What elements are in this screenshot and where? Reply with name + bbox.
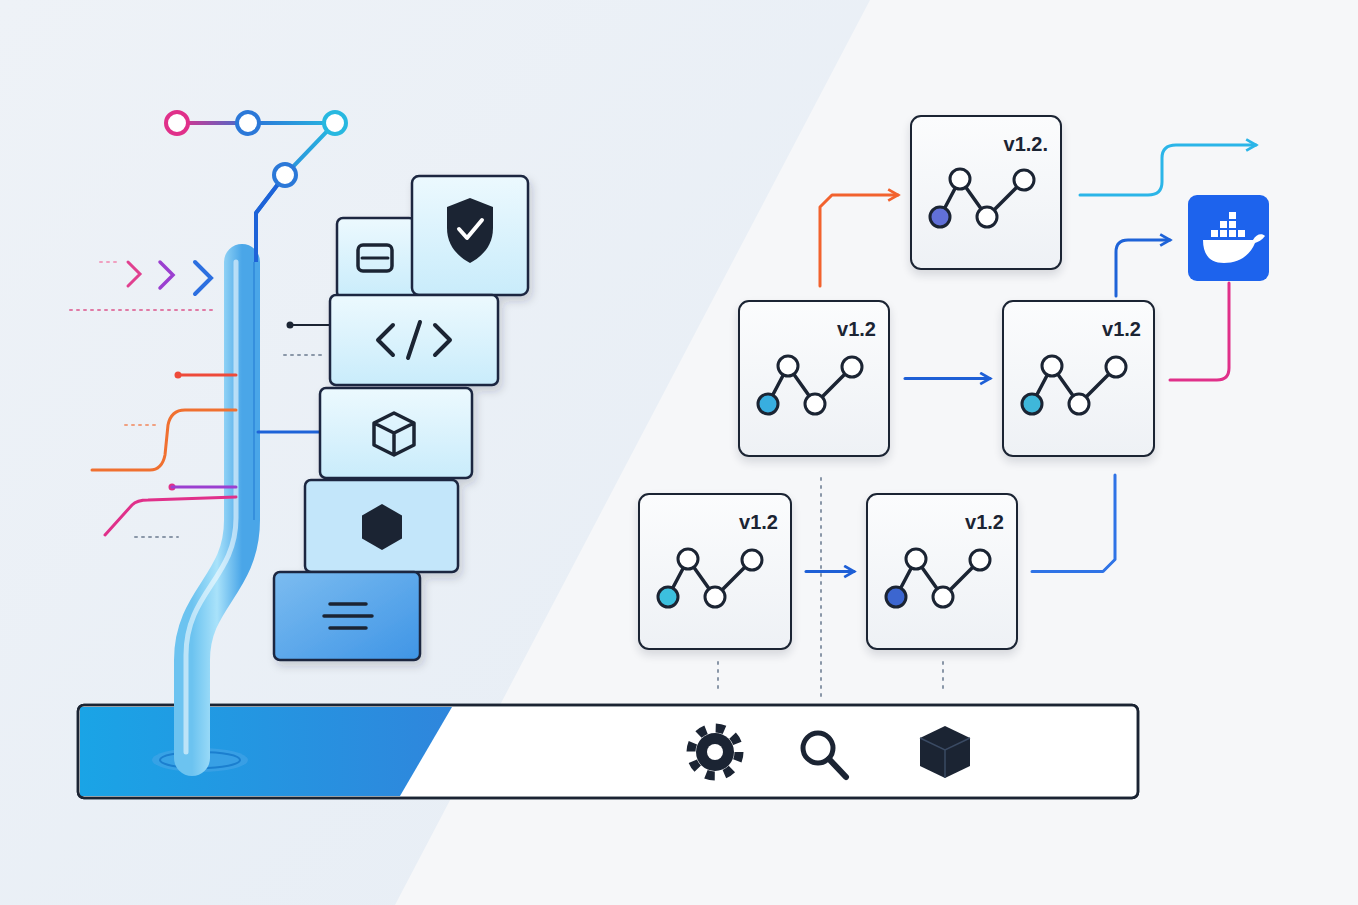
flow-arrow — [905, 377, 990, 380]
version-label: v1.2 — [965, 511, 1004, 534]
gear-icon — [691, 728, 739, 776]
version-box: v1.2 — [638, 493, 792, 650]
network-graph — [166, 112, 346, 262]
platform-bar — [78, 705, 1138, 798]
graph-icon — [658, 549, 762, 607]
pipeline-tube — [152, 262, 254, 772]
container-registry-icon — [1188, 195, 1269, 281]
search-icon — [803, 733, 846, 777]
signal-lines — [70, 262, 332, 537]
flow-arrow — [1032, 475, 1115, 572]
flow-arrow — [820, 195, 898, 286]
graph-icon — [886, 549, 990, 607]
graph-icons — [658, 169, 1126, 607]
version-box: v1.2. — [910, 115, 1062, 270]
tool-icons — [324, 198, 493, 628]
graph-icon — [930, 169, 1034, 227]
flow-arrow — [806, 570, 854, 573]
version-label: v1.2 — [739, 511, 778, 534]
version-label: v1.2 — [1102, 318, 1141, 341]
version-box: v1.2 — [738, 300, 890, 457]
cube-icon — [920, 726, 970, 778]
version-box: v1.2 — [866, 493, 1018, 650]
version-box: v1.2 — [1002, 300, 1155, 457]
graph-icon — [1022, 356, 1126, 414]
version-label: v1.2. — [1004, 133, 1048, 156]
graph-icon — [758, 356, 862, 414]
version-label: v1.2 — [837, 318, 876, 341]
tool-stack — [274, 176, 528, 660]
